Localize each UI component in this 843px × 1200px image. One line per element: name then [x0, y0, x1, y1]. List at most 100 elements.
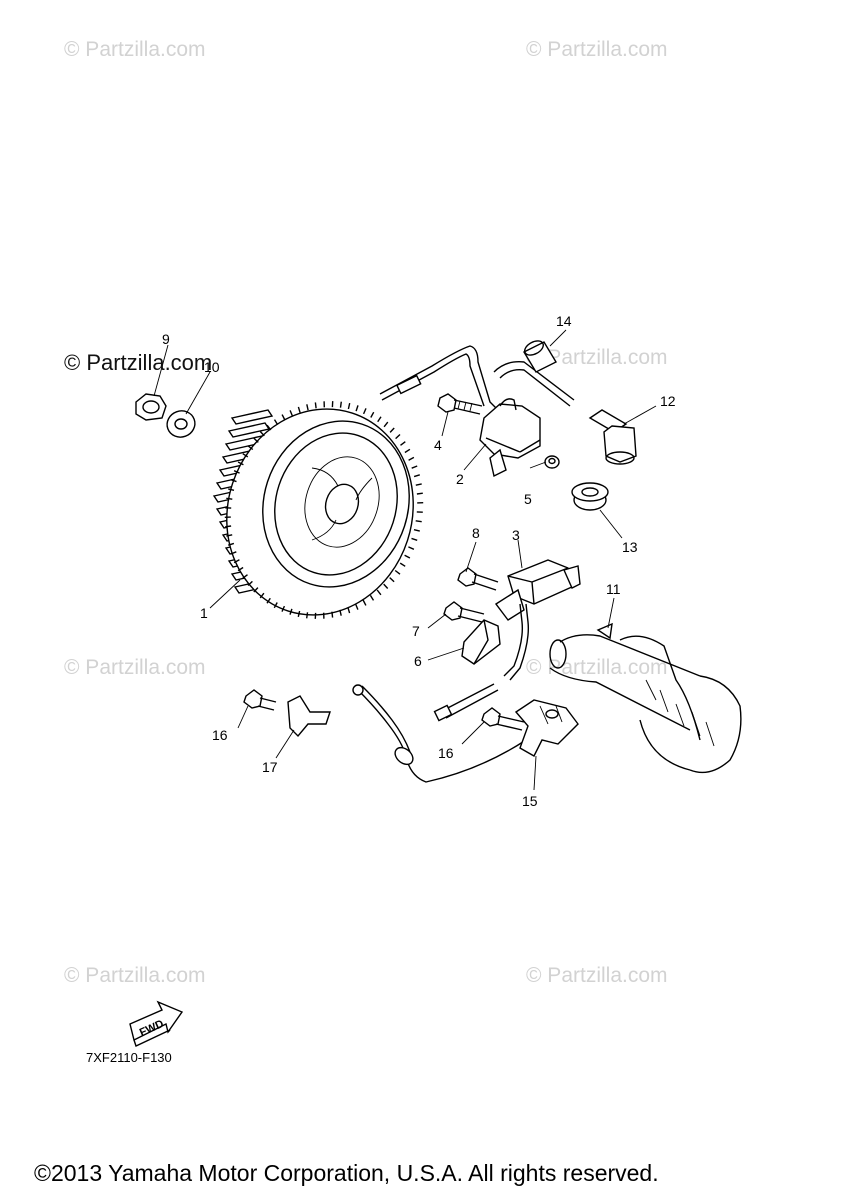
- callout-5: 5: [524, 491, 532, 507]
- watermark: © Partzilla.com: [64, 964, 206, 987]
- collar-part[interactable]: [544, 455, 560, 469]
- callout-12: 12: [660, 393, 676, 409]
- gear-tooth: [253, 437, 259, 443]
- lead-bracket-part[interactable]: [514, 699, 579, 757]
- lighting-coil-lead-part[interactable]: [352, 684, 527, 783]
- watermark: © Partzilla.com: [526, 656, 668, 679]
- gear-tooth: [259, 431, 265, 437]
- gear-tooth: [233, 470, 240, 474]
- gear-tooth: [289, 410, 294, 417]
- flywheel-part[interactable]: [200, 385, 439, 640]
- gear-tooth: [289, 608, 293, 615]
- lead-wire-part[interactable]: [433, 683, 499, 722]
- gear-tooth: [281, 605, 286, 612]
- callout-11: 11: [606, 581, 621, 597]
- gear-tooth: [331, 611, 334, 618]
- callout-9: 9: [162, 331, 170, 347]
- grommet-part[interactable]: [571, 482, 609, 511]
- gear-tooth: [247, 580, 253, 587]
- nut-part[interactable]: [135, 393, 167, 421]
- gear-tooth: [242, 574, 248, 579]
- callout-7: 7: [412, 623, 420, 639]
- gear-tooth: [242, 453, 249, 458]
- bolt-part[interactable]: [457, 567, 499, 591]
- gear-tooth: [228, 488, 235, 491]
- pulser-coil-part[interactable]: [494, 559, 581, 681]
- gear-tooth: [297, 610, 301, 618]
- callout-17: 17: [262, 759, 278, 775]
- gear-tooth: [339, 401, 342, 408]
- copyright-notice: ©2013 Yamaha Motor Corporation, U.S.A. A…: [34, 1160, 659, 1186]
- callout-10: 10: [204, 359, 220, 375]
- callout-2: 2: [456, 471, 464, 487]
- gear-tooth: [408, 456, 415, 461]
- gear-tooth: [226, 534, 233, 537]
- watermark: © Partzilla.com: [64, 38, 206, 61]
- gear-tooth: [369, 595, 375, 601]
- watermark: © Partzilla.com: [526, 38, 668, 61]
- gear-tooth: [259, 592, 265, 599]
- gear-tooth: [273, 419, 279, 425]
- gear-tooth: [253, 587, 259, 593]
- plate-part[interactable]: [287, 695, 331, 738]
- gear-tooth: [411, 537, 418, 541]
- gear-tooth: [415, 520, 422, 523]
- gear-tooth: [408, 546, 415, 550]
- gear-tooth: [266, 424, 272, 431]
- callout-13: 13: [622, 539, 638, 555]
- gear-tooth: [399, 562, 406, 567]
- gear-tooth: [376, 589, 382, 596]
- gear-tooth: [227, 542, 235, 546]
- gear-tooth: [404, 448, 411, 454]
- gear-tooth: [347, 607, 351, 614]
- gear-tooth: [225, 525, 232, 528]
- gear-tooth: [354, 603, 359, 610]
- bracket-part[interactable]: [461, 619, 501, 665]
- gear-tooth: [281, 414, 286, 421]
- leader-lines: [153, 329, 657, 791]
- gear-tooth: [306, 612, 309, 619]
- gear-tooth: [247, 445, 254, 451]
- callout-15: 15: [522, 793, 538, 809]
- gear-tooth: [389, 427, 395, 433]
- watermark: © Partzilla.com: [526, 964, 668, 987]
- gear-tooth: [273, 602, 278, 609]
- gear-tooth: [314, 402, 317, 409]
- bolt-part[interactable]: [437, 393, 483, 415]
- gear-tooth: [339, 609, 342, 616]
- gear-tooth: [416, 492, 423, 495]
- gear-tooth: [233, 559, 240, 564]
- gear-tooth: [362, 408, 367, 415]
- gear-tooth: [395, 433, 401, 440]
- gear-tooth: [237, 566, 244, 572]
- gear-tooth: [266, 597, 271, 604]
- gear-tooth: [355, 405, 359, 412]
- gear-tooth: [400, 441, 406, 446]
- ignition-coil-part[interactable]: [379, 345, 575, 478]
- callout-3: 3: [512, 527, 520, 543]
- gear-tooth: [413, 474, 421, 478]
- watermark: © Partzilla.com: [64, 656, 206, 679]
- gear-tooth: [394, 569, 401, 575]
- gear-tooth: [383, 421, 389, 428]
- bolt-part[interactable]: [243, 689, 277, 711]
- bolt-part[interactable]: [481, 707, 525, 731]
- callout-14: 14: [556, 313, 572, 329]
- plug-cap-part[interactable]: [588, 409, 637, 465]
- callout-16: 16: [212, 727, 228, 743]
- callout-6: 6: [414, 653, 422, 669]
- cooling-fin: [230, 409, 274, 425]
- gear-tooth: [226, 497, 233, 500]
- callout-4: 4: [434, 437, 442, 453]
- gear-tooth: [362, 599, 367, 606]
- callout-16: 16: [438, 745, 454, 761]
- spacer-tube-part[interactable]: [522, 338, 557, 373]
- diagram-code: 7XF2110-F130: [86, 1050, 172, 1065]
- gear-tooth: [370, 411, 375, 418]
- gear-tooth: [347, 402, 351, 410]
- washer-part[interactable]: [163, 407, 198, 441]
- bolt-part[interactable]: [443, 601, 485, 623]
- gear-tooth: [389, 577, 395, 583]
- gear-tooth: [230, 479, 237, 483]
